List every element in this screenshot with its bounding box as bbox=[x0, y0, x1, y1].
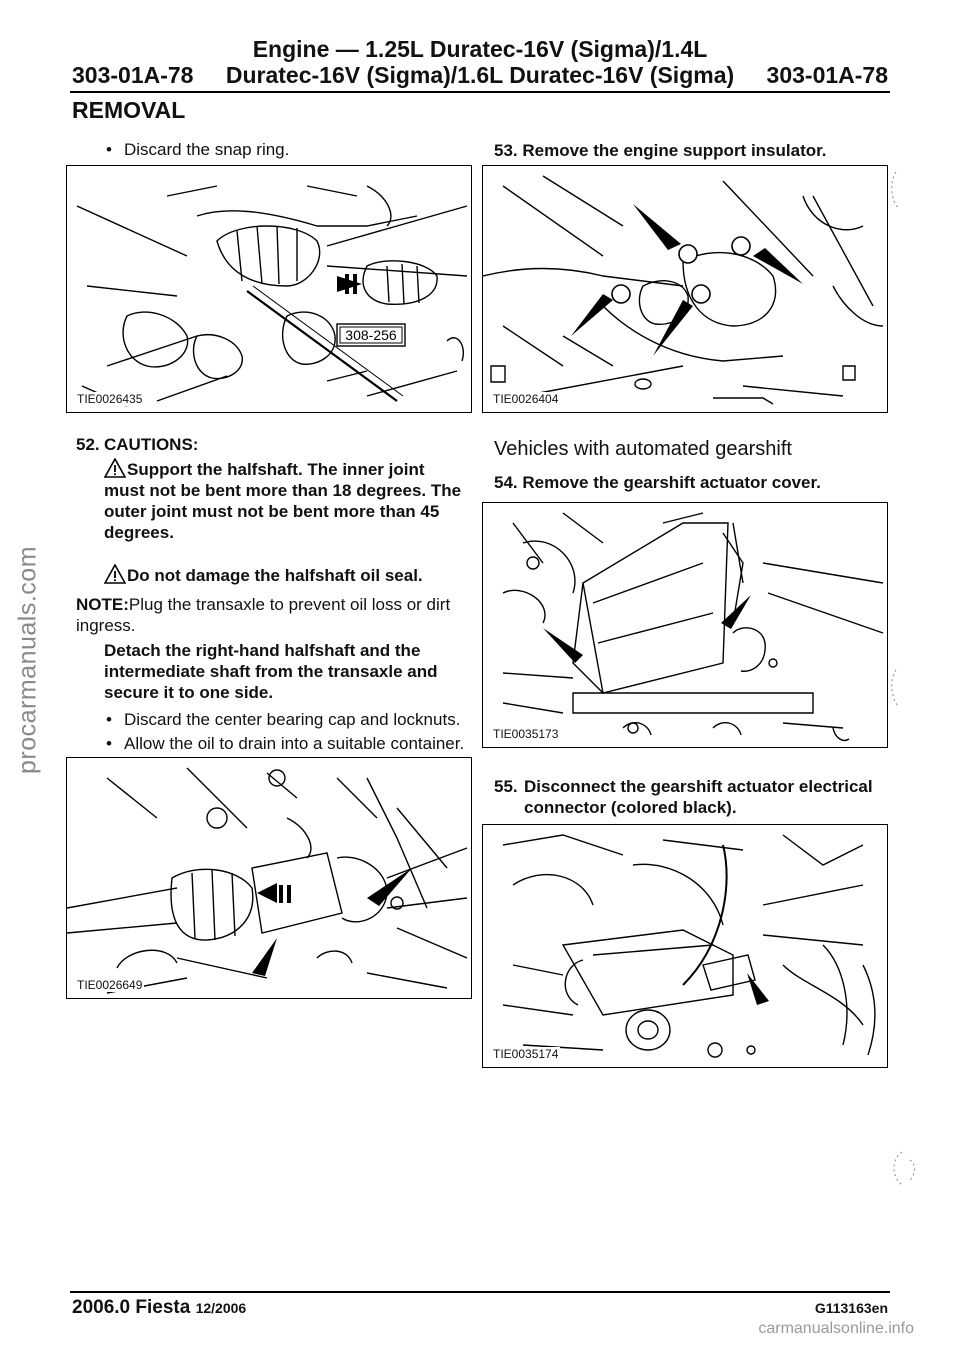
subheading-automated-gearshift: Vehicles with automated gearshift bbox=[494, 438, 792, 460]
margin-mark bbox=[893, 1151, 915, 1187]
halfshaft-detach-illustration bbox=[67, 767, 468, 994]
tool-label: 308-256 bbox=[345, 327, 397, 343]
step-number: 52. bbox=[76, 435, 100, 454]
footer-doc-code: G113163en bbox=[814, 1300, 888, 1316]
footer-model-name: 2006.0 Fiesta bbox=[72, 1297, 191, 1318]
figure-caption: TIE0035173 bbox=[491, 727, 561, 741]
section-title: REMOVAL bbox=[72, 97, 186, 123]
step-52-action: Detach the right-hand halfshaft and the … bbox=[104, 641, 438, 702]
side-watermark-text: procarmanuals.com bbox=[13, 545, 42, 775]
warning-triangle-icon bbox=[104, 564, 126, 584]
step-number: 55. bbox=[494, 777, 518, 796]
step-55-text: Disconnect the gearshift actuator electr… bbox=[524, 777, 873, 817]
bullet-snap-ring: Discard the snap ring. bbox=[104, 140, 289, 160]
caution-halfshaft-angle: Support the halfshaft. The inner joint m… bbox=[104, 458, 466, 543]
engine-support-illustration bbox=[483, 175, 884, 405]
figure-gearshift-actuator-cover: TIE0035173 bbox=[482, 502, 888, 748]
header-rule bbox=[70, 91, 890, 93]
actuator-connector-illustration bbox=[502, 834, 876, 1058]
figure-caption: TIE0026649 bbox=[75, 978, 145, 992]
footer-model: 2006.0 Fiesta 12/2006 bbox=[72, 1297, 246, 1319]
margin-mark bbox=[891, 171, 899, 209]
figure-actuator-connector: TIE0035174 bbox=[482, 824, 888, 1068]
warning-triangle-icon bbox=[104, 458, 126, 478]
caution-oil-seal-text: Do not damage the halfshaft oil seal. bbox=[127, 566, 423, 585]
halfshaft-illustration: 308-256 bbox=[76, 185, 468, 407]
bullet-center-bearing: Discard the center bearing cap and lockn… bbox=[104, 710, 460, 730]
figure-halfshaft-snap-ring: 308-256 TIE0026435 bbox=[66, 165, 472, 413]
header-title-line1: Engine — 1.25L Duratec-16V (Sigma)/1.4L bbox=[252, 36, 708, 62]
footer-rule bbox=[70, 1291, 890, 1293]
actuator-cover-illustration bbox=[502, 512, 884, 742]
figure-caption: TIE0026435 bbox=[75, 392, 145, 406]
note-text: Plug the transaxle to prevent oil loss o… bbox=[76, 595, 451, 635]
bullet-drain-oil: Allow the oil to drain into a suitable c… bbox=[104, 734, 464, 754]
cautions-heading: CAUTIONS: bbox=[104, 435, 199, 454]
figure-caption: TIE0026404 bbox=[491, 392, 561, 406]
bullet-drain-oil-text: Allow the oil to drain into a suitable c… bbox=[124, 734, 465, 753]
footer-date: 12/2006 bbox=[195, 1300, 247, 1316]
caution-halfshaft-angle-text: Support the halfshaft. The inner joint m… bbox=[104, 460, 462, 542]
bullet-snap-ring-text: Discard the snap ring. bbox=[124, 140, 290, 159]
page-code-right: 303-01A-78 bbox=[766, 62, 888, 88]
bullet-center-bearing-text: Discard the center bearing cap and lockn… bbox=[124, 710, 461, 729]
page-code-left: 303-01A-78 bbox=[72, 62, 194, 88]
figure-caption: TIE0035174 bbox=[491, 1047, 561, 1061]
figure-engine-support-insulator: TIE0026404 bbox=[482, 165, 888, 413]
figure-halfshaft-detach: TIE0026649 bbox=[66, 757, 472, 999]
note-label: NOTE: bbox=[76, 595, 129, 614]
caution-oil-seal: Do not damage the halfshaft oil seal. bbox=[104, 564, 466, 586]
step-53: 53. Remove the engine support insulator. bbox=[494, 141, 827, 160]
header-title-line2: Duratec-16V (Sigma)/1.6L Duratec-16V (Si… bbox=[225, 62, 735, 88]
site-watermark: carmanualsonline.info bbox=[758, 1320, 914, 1337]
step-54: 54. Remove the gearshift actuator cover. bbox=[494, 473, 821, 492]
margin-mark bbox=[891, 669, 899, 707]
note: NOTE:Plug the transaxle to prevent oil l… bbox=[76, 594, 468, 636]
side-watermark: procarmanuals.com bbox=[8, 400, 48, 920]
